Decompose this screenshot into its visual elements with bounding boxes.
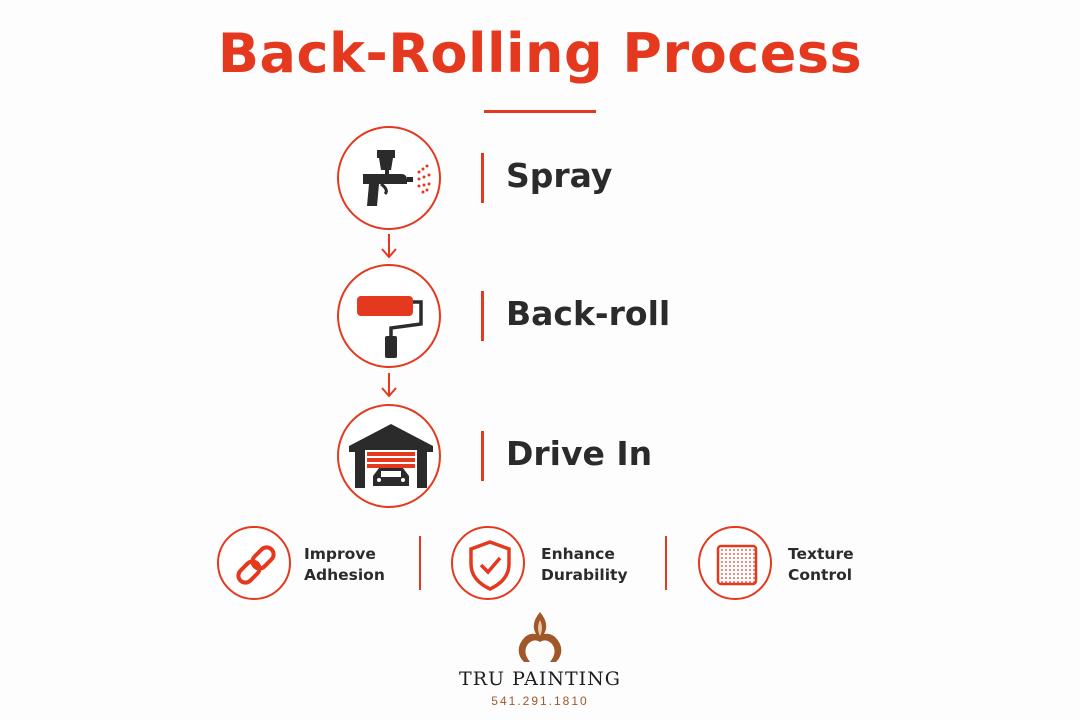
step-drivein-bar: [481, 431, 484, 481]
benefit-line2: Adhesion: [304, 566, 385, 584]
brand-name: TRU PAINTING: [459, 668, 621, 690]
benefit-line1: Enhance: [541, 545, 615, 563]
texture-square-icon: [716, 544, 758, 586]
paint-roller-icon: [357, 296, 423, 358]
title-underline: [484, 110, 596, 113]
step-spray-label: Spray: [506, 156, 613, 195]
benefit-durability-circle: [451, 526, 525, 600]
benefit-texture-text: Texture Control: [788, 544, 854, 586]
brand-phone: 541.291.1810: [491, 694, 589, 708]
step-spray-bar: [481, 153, 484, 203]
benefit-divider: [419, 536, 421, 590]
spray-gun-icon: [363, 150, 431, 206]
step-drivein-label: Drive In: [506, 434, 653, 473]
step-drivein-circle: [337, 404, 441, 508]
arrow-down-icon: [381, 234, 397, 259]
step-backroll-bar: [481, 291, 484, 341]
step-backroll-label: Back-roll: [506, 294, 671, 333]
benefit-durability-text: Enhance Durability: [541, 544, 628, 586]
step-backroll-circle: [337, 264, 441, 368]
benefit-line1: Texture: [788, 545, 854, 563]
shield-check-icon: [469, 540, 511, 591]
garage-car-icon: [349, 424, 433, 488]
tru-painting-logo: [518, 612, 562, 662]
benefit-line1: Improve: [304, 545, 376, 563]
benefit-line2: Control: [788, 566, 853, 584]
benefit-adhesion-circle: [217, 526, 291, 600]
chain-link-icon: [236, 545, 276, 585]
benefit-texture-circle: [698, 526, 772, 600]
benefit-adhesion-text: Improve Adhesion: [304, 544, 385, 586]
arrow-down-icon: [381, 373, 397, 398]
step-spray-circle: [337, 126, 441, 230]
benefit-line2: Durability: [541, 566, 628, 584]
benefit-divider: [665, 536, 667, 590]
page-title: Back-Rolling Process: [217, 22, 863, 85]
